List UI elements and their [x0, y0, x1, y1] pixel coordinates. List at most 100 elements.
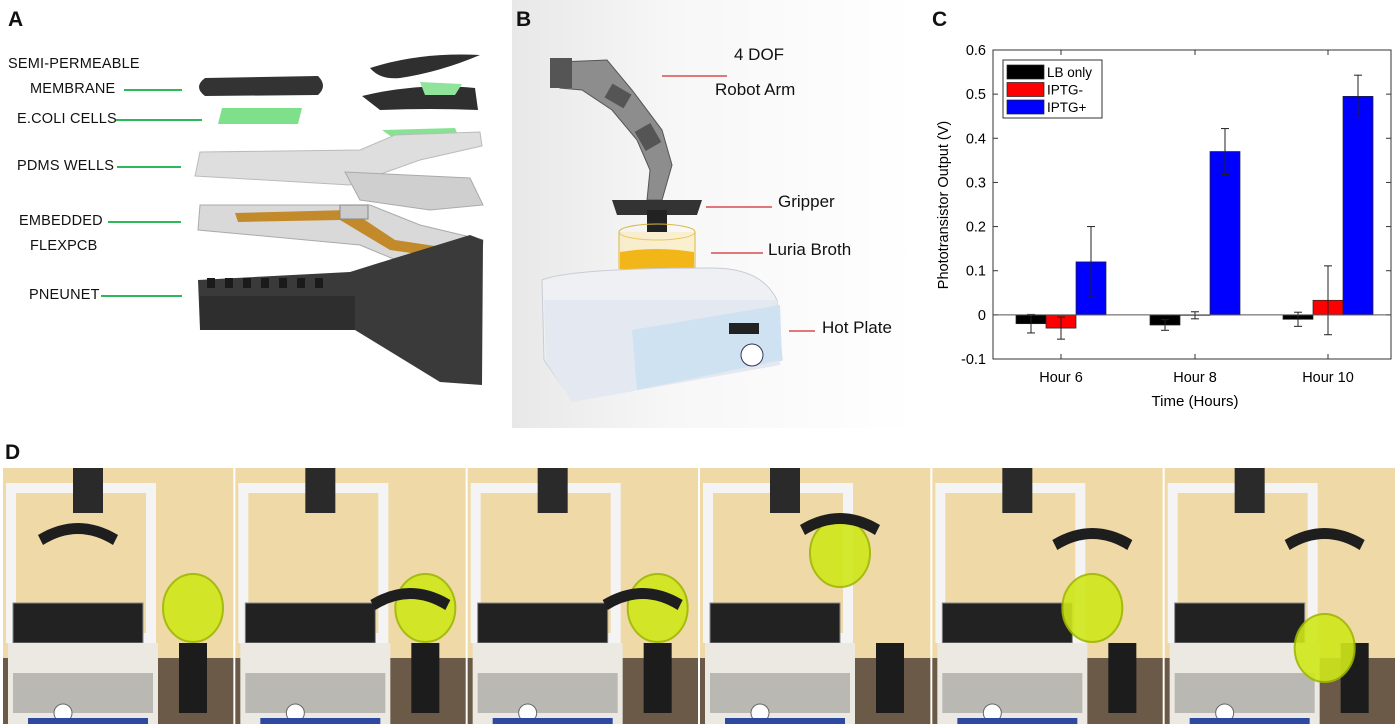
- leader-line: [108, 221, 181, 223]
- hot-plate-tray: [477, 602, 609, 644]
- sphere-stand: [411, 643, 440, 713]
- y-tick-label: 0.2: [966, 220, 986, 236]
- bar-iptg-: [1209, 151, 1241, 316]
- hot-plate-label: [725, 718, 845, 724]
- hot-plate-panel: [710, 673, 850, 713]
- hot-plate-tray: [12, 602, 144, 644]
- y-tick-label: 0.5: [966, 87, 986, 103]
- legend-swatch: [1006, 64, 1045, 80]
- hot-plate-label: [260, 718, 381, 724]
- label-hot-plate: Hot Plate: [822, 318, 892, 337]
- hot-plate-panel: [13, 673, 153, 713]
- sphere-stand: [643, 643, 672, 713]
- photo-frame: [467, 468, 698, 724]
- sphere-stand: [876, 643, 904, 713]
- photo-frame: [700, 468, 931, 724]
- gripper: [612, 200, 702, 215]
- hot-plate-tray: [1174, 602, 1306, 644]
- soft-gripper: [602, 588, 683, 610]
- robot-arm-base: [73, 468, 103, 513]
- y-tick-label: 0: [978, 308, 986, 324]
- label-luria-broth: Luria Broth: [768, 240, 852, 259]
- legend-swatch: [1006, 99, 1045, 115]
- panel-a-letter: A: [8, 8, 24, 31]
- label-pneunet: PNEUNET: [29, 287, 100, 303]
- flexpcb-circuit: [235, 210, 435, 255]
- leader-line: [711, 252, 763, 254]
- leader-line: [117, 166, 181, 168]
- label-embedded: EMBEDDED: [19, 213, 103, 229]
- label-semi-permeable: SEMI-PERMEABLE: [8, 56, 140, 72]
- pdms-wells-layer: [194, 131, 483, 186]
- y-tick-label: 0.1: [966, 264, 986, 280]
- robot-arm-base: [1002, 468, 1033, 513]
- membrane-left: [199, 76, 323, 96]
- sphere-stand: [1108, 643, 1137, 713]
- robot-arm-base: [770, 468, 800, 513]
- soft-gripper: [38, 523, 118, 545]
- hot-plate-panel: [1174, 673, 1315, 713]
- photo-sequence: [3, 468, 1395, 724]
- hot-plate-panel: [245, 673, 386, 713]
- y-tick-label: -0.1: [961, 352, 986, 368]
- y-tick-label: 0.6: [966, 43, 986, 59]
- bar-iptg-: [1342, 95, 1374, 316]
- photo-frame: [3, 468, 234, 724]
- y-axis-label: Phototransistor Output (V): [936, 121, 952, 289]
- legend-label: IPTG+: [1047, 100, 1087, 115]
- ecoli-cells-left: [218, 108, 302, 124]
- x-tick-label: Hour 6: [1039, 370, 1083, 386]
- yellow-sphere: [809, 518, 871, 588]
- robot-arm-base: [305, 468, 336, 513]
- x-tick-label: Hour 10: [1302, 370, 1354, 386]
- photo-frame: [932, 468, 1163, 724]
- label-flexpcb: FLEXPCB: [30, 238, 98, 254]
- hot-plate-display: [729, 323, 759, 334]
- photo-frame: [1164, 468, 1395, 724]
- y-tick-label: 0.4: [966, 131, 986, 147]
- sphere-stand: [179, 643, 207, 713]
- exploded-device-illustration: [194, 54, 484, 385]
- hot-plate-panel: [942, 673, 1083, 713]
- robot-arm-base: [537, 468, 568, 513]
- label-gripper: Gripper: [778, 192, 835, 211]
- hot-plate-tray: [709, 602, 841, 644]
- leader-line: [124, 89, 182, 91]
- hot-plate-panel: [477, 673, 618, 713]
- photo-frame: [235, 468, 466, 724]
- panel-d-letter: D: [5, 441, 21, 464]
- yellow-sphere: [162, 573, 224, 643]
- label-robot-arm: Robot Arm: [715, 80, 796, 99]
- hot-plate-label: [957, 718, 1078, 724]
- hot-plate-label: [28, 718, 148, 724]
- label-membrane: MEMBRANE: [30, 81, 116, 97]
- leader-line: [662, 75, 727, 77]
- label-4-dof: 4 DOF: [734, 45, 785, 64]
- hot-plate-tray: [244, 602, 376, 644]
- x-axis-label: Time (Hours): [1152, 393, 1239, 410]
- hot-plate-knob: [740, 343, 764, 367]
- leader-line: [116, 119, 202, 121]
- robot-hotplate-illustration: [541, 58, 783, 402]
- hot-plate-label: [492, 718, 613, 724]
- soft-gripper: [1284, 528, 1365, 550]
- leader-line: [101, 295, 182, 297]
- panel-b-letter: B: [516, 8, 532, 31]
- soft-gripper: [800, 513, 880, 535]
- label-pdms-wells: PDMS WELLS: [17, 158, 115, 174]
- legend-label: LB only: [1047, 65, 1092, 80]
- hot-plate-label: [1189, 718, 1310, 724]
- leader-line: [789, 330, 815, 332]
- leader-line: [706, 206, 772, 208]
- membrane-right-top: [370, 54, 480, 79]
- panel-c-letter: C: [932, 8, 948, 31]
- soft-gripper: [1052, 528, 1133, 550]
- y-tick-label: 0.3: [966, 175, 986, 191]
- panel-b: B 4 DOF Robot Arm Gripper Luria Broth Ho…: [512, 0, 918, 428]
- robot-arm-base: [1234, 468, 1265, 513]
- yellow-sphere: [1061, 573, 1124, 643]
- legend-swatch: [1006, 82, 1045, 97]
- hot-plate-tray: [941, 602, 1073, 644]
